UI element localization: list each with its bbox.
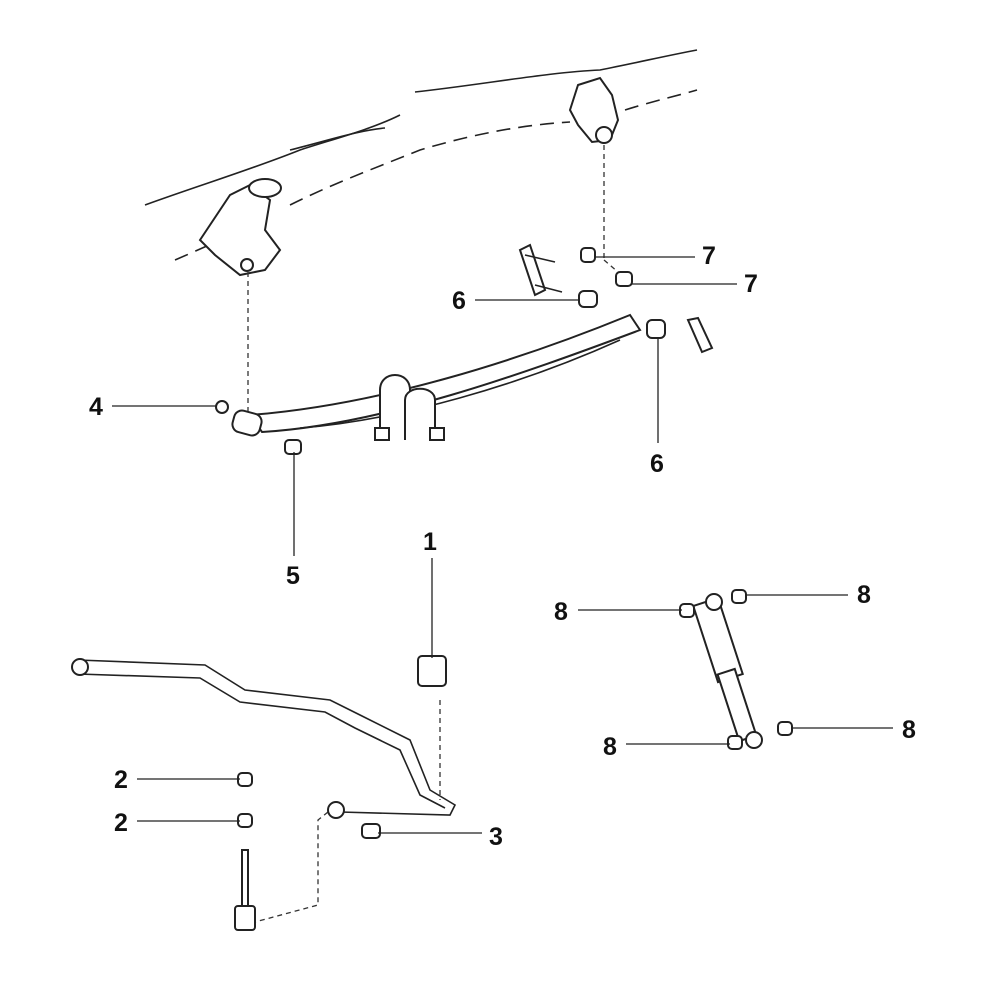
callout-2-lower: 2: [114, 809, 128, 837]
callout-numbers: 7 7 6 4 6 5 1 8 8 2 2 3 8 8: [89, 242, 916, 851]
callout-1: 1: [423, 528, 437, 556]
callout-7-lower: 7: [744, 270, 758, 298]
shackle-parts: [215, 243, 714, 455]
callout-6-rear: 6: [650, 450, 664, 478]
rear-spring-hanger: [568, 76, 620, 144]
callout-4: 4: [89, 393, 103, 421]
callout-8-upper-right: 8: [857, 581, 871, 609]
front-spring-hanger: [198, 178, 282, 277]
stabilizer-bar: [71, 655, 457, 931]
callout-5: 5: [286, 562, 300, 590]
alignment-lines: [247, 145, 626, 923]
callout-6-bushing: 6: [452, 287, 466, 315]
callout-2-upper: 2: [114, 766, 128, 794]
shock-absorber: [679, 589, 793, 750]
callout-7-upper: 7: [702, 242, 716, 270]
callout-8-upper-left: 8: [554, 598, 568, 626]
leaf-spring: [231, 313, 642, 441]
callout-3: 3: [489, 823, 503, 851]
callout-8-lower-right: 8: [902, 716, 916, 744]
callout-8-lower-left: 8: [603, 733, 617, 761]
leader-lines: [112, 256, 893, 834]
